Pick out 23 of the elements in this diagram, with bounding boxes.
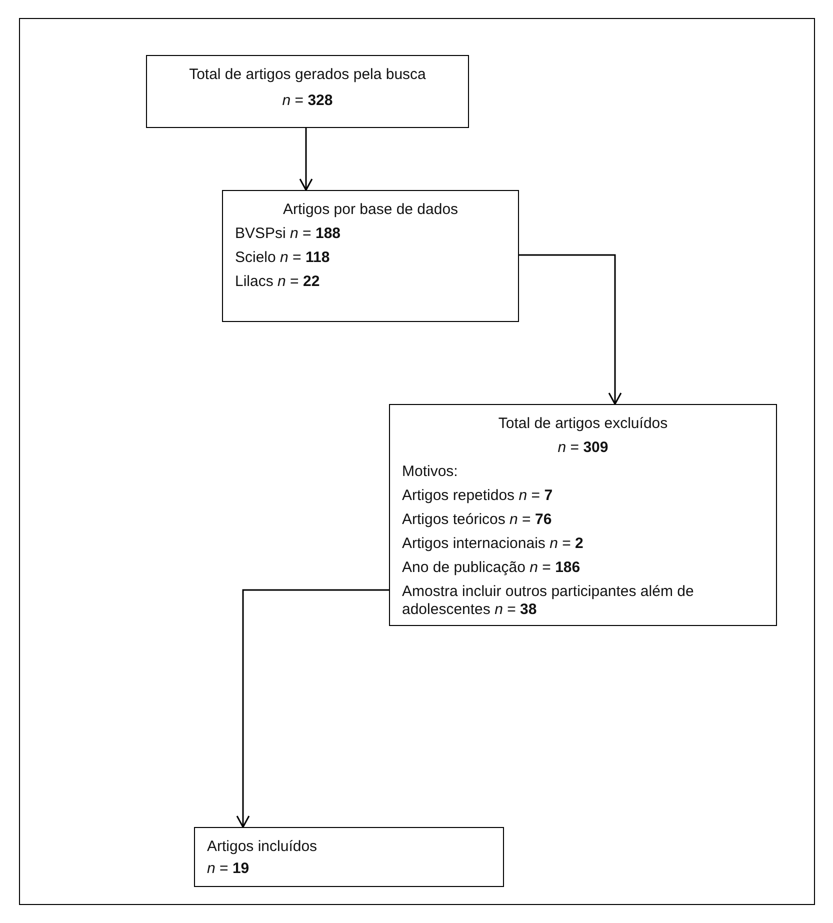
process-box xyxy=(389,404,777,626)
box-text: n = 328 xyxy=(282,92,333,110)
box-text: Amostra incluir outros participantes além de adolescentes n = 38 xyxy=(402,583,695,619)
box-text: Artigos teóricos n = 76 xyxy=(402,511,552,529)
process-box xyxy=(222,190,519,322)
arrow xyxy=(236,589,389,828)
box-text: BVSPsi n = 188 xyxy=(235,225,341,243)
box-text: Lilacs n = 22 xyxy=(235,273,320,291)
box-text: n = 19 xyxy=(207,860,250,878)
box-text: n = 309 xyxy=(558,439,608,457)
arrow xyxy=(519,254,622,405)
box-heading: Total de artigos gerados pela busca xyxy=(189,66,426,84)
box-text: Motivos: xyxy=(402,463,458,481)
box-text: Ano de publicação n = 186 xyxy=(402,559,580,577)
box-heading: Artigos incluídos xyxy=(207,838,318,856)
box-text: Artigos internacionais n = 2 xyxy=(402,535,584,553)
box-text: Scielo n = 118 xyxy=(235,249,330,267)
box-text: Artigos repetidos n = 7 xyxy=(402,487,553,505)
process-box xyxy=(194,827,504,887)
arrow xyxy=(299,128,313,191)
process-box xyxy=(146,55,469,128)
box-heading: Total de artigos excluídos xyxy=(498,415,668,433)
box-heading: Artigos por base de dados xyxy=(282,201,458,219)
